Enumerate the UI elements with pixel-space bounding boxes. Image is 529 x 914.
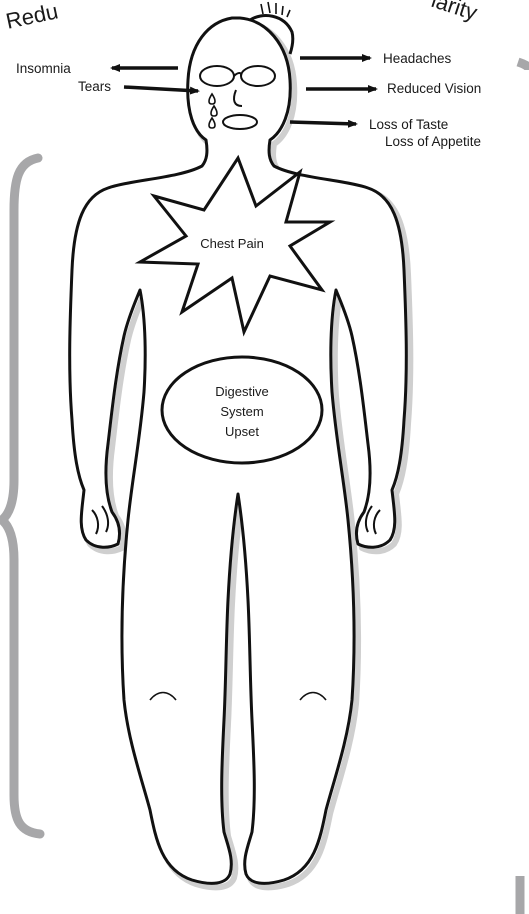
digestive-label-2: System: [220, 404, 263, 419]
insomnia-label: Insomnia: [16, 61, 71, 76]
right-bracket-top: [518, 62, 529, 70]
digestive-label-3: Upset: [225, 424, 259, 439]
chest-pain-label: Chest Pain: [200, 236, 264, 251]
top-arc-text-right: larity: [428, 0, 480, 25]
headaches-label: Headaches: [383, 51, 452, 66]
loss-of-taste-arrow: [290, 122, 356, 124]
left-bracket: [2, 158, 40, 834]
loss-of-taste-label: Loss of Taste: [369, 117, 448, 132]
loss-of-appetite-label: Loss of Appetite: [385, 134, 481, 149]
top-arc-text-left: Redu: [4, 0, 61, 34]
digestive-label-1: Digestive: [215, 384, 268, 399]
tears-label: Tears: [78, 79, 111, 94]
reduced-vision-label: Reduced Vision: [387, 81, 481, 96]
